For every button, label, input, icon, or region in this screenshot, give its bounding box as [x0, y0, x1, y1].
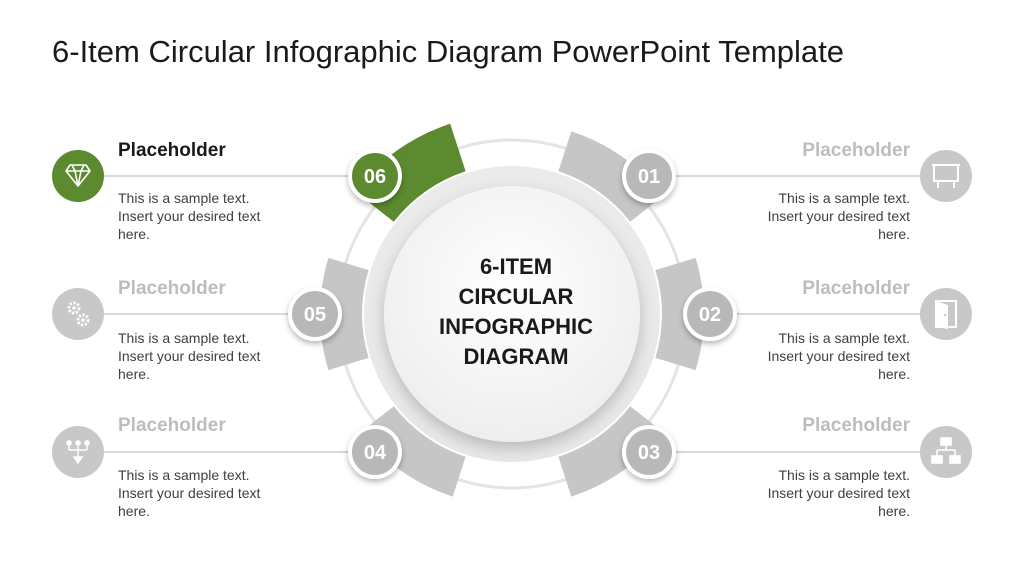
item-03-text-line-3: here. — [878, 503, 910, 519]
badge-02: 02 — [683, 287, 737, 341]
item-03-text: This is a sample text. Insert your desir… — [720, 466, 910, 520]
badge-number-03: 03 — [638, 442, 660, 464]
gears-icon — [52, 288, 104, 340]
item-04-title: Placeholder — [118, 415, 226, 436]
flowchart-icon — [52, 426, 104, 478]
badge-number-01: 01 — [638, 166, 660, 188]
item-04-text-line-2: Insert your desired text — [118, 485, 261, 501]
center-label: 6-ITEM CIRCULAR INFOGRAPHIC DIAGRAM — [412, 252, 620, 372]
badge-number-05: 05 — [304, 304, 326, 326]
item-03-title: Placeholder — [802, 415, 910, 436]
badge-fill-04 — [352, 429, 398, 475]
badge-number-02: 02 — [699, 304, 721, 326]
ring-segment-02 — [655, 257, 704, 371]
item-06-title: Placeholder — [118, 140, 226, 161]
side-icons — [52, 150, 972, 478]
item-04-text-line-3: here. — [118, 503, 150, 519]
number-badges: 01 02 03 04 05 06 — [288, 149, 737, 479]
item-04-text: This is a sample text. Insert your desir… — [118, 466, 308, 520]
item-02-text: This is a sample text. Insert your desir… — [720, 329, 910, 383]
center-line-4: DIAGRAM — [463, 344, 569, 369]
item-05-text-line-3: here. — [118, 366, 150, 382]
badge-fill-06 — [352, 153, 398, 199]
badge-04: 04 — [348, 425, 402, 479]
item-05-title: Placeholder — [118, 278, 226, 299]
badge-03: 03 — [622, 425, 676, 479]
badge-05: 05 — [288, 287, 342, 341]
badge-fill-02 — [687, 291, 733, 337]
center-line-3: INFOGRAPHIC — [439, 314, 593, 339]
center-line-1: 6-ITEM — [479, 254, 553, 279]
item-02-text-line-1: This is a sample text. — [778, 330, 911, 346]
item-05-text-line-1: This is a sample text. — [118, 330, 250, 346]
badge-fill-05 — [292, 291, 338, 337]
billboard-icon — [920, 150, 972, 202]
item-01-text-line-1: This is a sample text. — [778, 190, 911, 206]
item-01-text: This is a sample text. Insert your desir… — [720, 189, 910, 243]
badge-number-04: 04 — [364, 442, 387, 464]
connector-lines — [100, 175, 924, 453]
item-01-text-line-3: here. — [878, 226, 910, 242]
ring-segment-05 — [320, 257, 369, 371]
center-line-2: CIRCULAR — [458, 284, 574, 309]
item-05-text-line-2: Insert your desired text — [118, 348, 261, 364]
badge-number-06: 06 — [364, 166, 386, 188]
badge-01: 01 — [622, 149, 676, 203]
item-01-text-line-2: Insert your desired text — [767, 208, 910, 224]
item-02-text-line-2: Insert your desired text — [767, 348, 910, 364]
door-icon — [920, 288, 972, 340]
badge-fill-03 — [626, 429, 672, 475]
item-03-text-line-2: Insert your desired text — [767, 485, 910, 501]
item-03-text-line-1: This is a sample text. — [778, 467, 911, 483]
item-01-title: Placeholder — [802, 140, 910, 161]
badge-06: 06 — [348, 149, 402, 203]
item-06-text-line-2: Insert your desired text — [118, 208, 261, 224]
slide-title: 6-Item Circular Infographic Diagram Powe… — [52, 34, 844, 69]
item-05-text: This is a sample text. Insert your desir… — [118, 329, 308, 383]
item-06-text: This is a sample text. Insert your desir… — [118, 189, 308, 243]
badge-fill-01 — [626, 153, 672, 199]
item-06-text-line-3: here. — [118, 226, 150, 242]
center-circle — [384, 186, 640, 442]
item-04-text-line-1: This is a sample text. — [118, 467, 250, 483]
diamond-icon — [52, 150, 104, 202]
hierarchy-icon — [920, 426, 972, 478]
item-02-title: Placeholder — [802, 278, 910, 299]
item-06-text-line-1: This is a sample text. — [118, 190, 250, 206]
item-02-text-line-3: here. — [878, 366, 910, 382]
